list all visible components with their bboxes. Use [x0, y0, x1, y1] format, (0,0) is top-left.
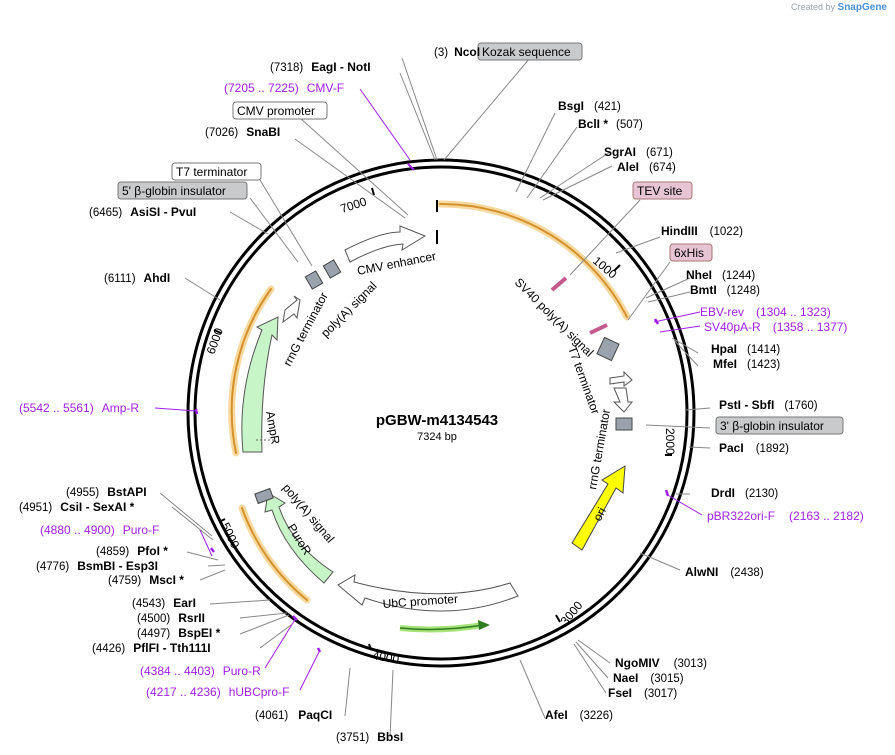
feature-label-ubc-promoter: UbC promoter	[382, 592, 458, 611]
enzymes-right: BsgI(421) BclI *(507) SgrAI(671) AleI(67…	[545, 99, 818, 722]
leader-lines	[159, 57, 711, 738]
tev-site-label: TEV site	[637, 184, 683, 198]
enzyme-pflfi-tth111i: (4426)PflFI - Tth111I	[92, 641, 211, 655]
kozak-label: Kozak sequence	[482, 45, 571, 59]
feature-ampr	[241, 316, 279, 453]
enzyme-bcli: BclI *(507)	[578, 117, 643, 131]
enzyme-naei: NaeI(3015)	[613, 671, 684, 685]
plasmid-size: 7324 bp	[417, 431, 457, 443]
primer-sv40pa-r: SV40pA-R(1358 .. 1377)	[704, 320, 847, 334]
cmv-promoter-box	[232, 101, 328, 120]
enzyme-ngomiv: NgoMIV(3013)	[615, 656, 707, 670]
primer-puro-r: (4384 .. 4403)Puro-R	[140, 664, 261, 678]
enzyme-bsgi: BsgI(421)	[558, 99, 621, 113]
primer-cmv-f: (7205 .. 7225)CMV-F	[224, 81, 344, 95]
3-insulator-label: 3' β-globin insulator	[720, 419, 824, 433]
primer-hubcpro-f: (4217 .. 4236)hUBCpro-F	[146, 685, 289, 699]
enzyme-paci: PacI(1892)	[719, 441, 789, 455]
feature-label-ori: ori	[590, 505, 609, 523]
enzyme-sgrai: SgrAI(671)	[604, 145, 673, 159]
feature-cmv-enhancer	[344, 225, 427, 263]
primer-pbr322ori-f: pBR322ori-F(2163 .. 2182)	[707, 509, 864, 523]
enzyme-afei: AfeI(3226)	[545, 708, 613, 722]
enzyme-psti-sbfi: PstI - SbfI(1760)	[719, 398, 818, 412]
enzyme-mfei: MfeI(1423)	[713, 357, 780, 371]
feature-small-pink-marks	[254, 276, 608, 441]
enzyme-alei: AleI(674)	[617, 160, 676, 174]
feature-label-ampr: AmpR	[263, 410, 283, 446]
primer-amp-r: (5542 .. 5561)Amp-R	[19, 401, 139, 415]
primer-marks	[194, 318, 670, 653]
tick-marks	[213, 187, 672, 651]
enzyme-asisi-pvui: (6465)AsiSI - PvuI	[89, 205, 196, 219]
enzymes-bottom-left: (3751)BbsI (4061)PaqCI (4426)PflFI - Tth…	[19, 485, 403, 744]
feature-ubc-promoter	[337, 574, 519, 612]
feature-terminator-boxes	[254, 259, 633, 505]
enzyme-bsmbi-esp3i: (4776)BsmBI - Esp3I	[36, 559, 158, 573]
5-insulator-label: 5' β-globin insulator	[122, 184, 226, 198]
enzyme-nhei: NheI(1244)	[686, 268, 755, 282]
6xhis-box	[669, 243, 713, 262]
t7-terminator-label: T7 terminator	[176, 165, 247, 179]
feature-puror	[264, 492, 334, 584]
feature-poly-a-signal-left	[282, 295, 301, 324]
feature-labels: CMV enhancer SV40 poly(A) signal T7 term…	[263, 249, 613, 611]
5-insulator-box	[117, 181, 248, 200]
enzyme-alwni: AlwNI(2438)	[685, 565, 764, 579]
enzyme-bstapi: (4955)BstAPI	[66, 485, 147, 499]
kozak-box	[477, 42, 583, 61]
enzyme-bbsi: (3751)BbsI	[336, 730, 403, 744]
3-insulator-box	[715, 416, 844, 435]
enzyme-bspei: (4497)BspEI *	[137, 626, 221, 640]
tick-5000: 5000	[218, 520, 242, 550]
tick-7000: 7000	[339, 194, 369, 216]
primer-ebv-rev: EBV-rev(1304 .. 1323)	[700, 305, 831, 319]
enzyme-eagi-noti: (7318)EagI - NotI	[270, 60, 371, 74]
snapgene-brand: Created by SnapGene	[790, 2, 887, 13]
tick-2000: 2000	[663, 428, 677, 455]
feature-t7-terminator-arrows	[609, 370, 634, 413]
6xhis-label: 6xHis	[674, 246, 704, 260]
enzyme-msci: (4759)MscI *	[108, 573, 184, 587]
tev-site-box	[632, 181, 693, 200]
enzyme-drdi: DrdI(2130)	[711, 486, 778, 500]
enzymes-left: (3)NcoI (7318)EagI - NotI (7026)SnaBI (6…	[89, 45, 480, 285]
cmv-promoter-label: CMV promoter	[237, 104, 315, 118]
enzyme-snabi: (7026)SnaBI	[205, 125, 280, 139]
enzyme-eari: (4543)EarI	[132, 596, 196, 610]
boxed-labels: Kozak sequence CMV promoter T7 terminato…	[117, 42, 844, 435]
enzyme-hindiii: HindIII(1022)	[661, 224, 743, 238]
tick-4000: 4000	[371, 648, 400, 666]
feature-label-poly-a-left: poly(A) signal	[318, 279, 379, 340]
snapgene-logo: SnapGene	[837, 2, 887, 13]
enzyme-csii-sexai: (4951)CsiI - SexAI *	[19, 500, 135, 514]
enzyme-ahdi: (6111)AhdI	[104, 271, 170, 285]
primers: (7205 .. 7225)CMV-F EBV-rev(1304 .. 1323…	[19, 81, 864, 699]
orf-arcs	[228, 200, 631, 604]
enzyme-fsei: FseI(3017)	[608, 686, 677, 700]
primer-lines	[154, 88, 703, 691]
enzyme-ncoi: (3)NcoI	[434, 45, 480, 59]
enzyme-rsrii: (4500)RsrII	[137, 611, 205, 625]
hubc-orf-arrow	[399, 620, 490, 633]
enzyme-hpai: HpaI(1414)	[711, 342, 780, 356]
enzyme-bmti: BmtI(1248)	[690, 283, 760, 297]
enzyme-paqci: (4061)PaqCI	[255, 708, 332, 722]
primer-puro-f: (4880 .. 4900)Puro-F	[40, 523, 159, 537]
feature-ori	[571, 465, 626, 551]
backbone	[186, 158, 696, 668]
t7-terminator-box	[171, 162, 262, 181]
plasmid-name: pGBW-m4134543	[376, 412, 498, 429]
enzyme-pfoi: (4859)PfoI *	[96, 544, 168, 558]
